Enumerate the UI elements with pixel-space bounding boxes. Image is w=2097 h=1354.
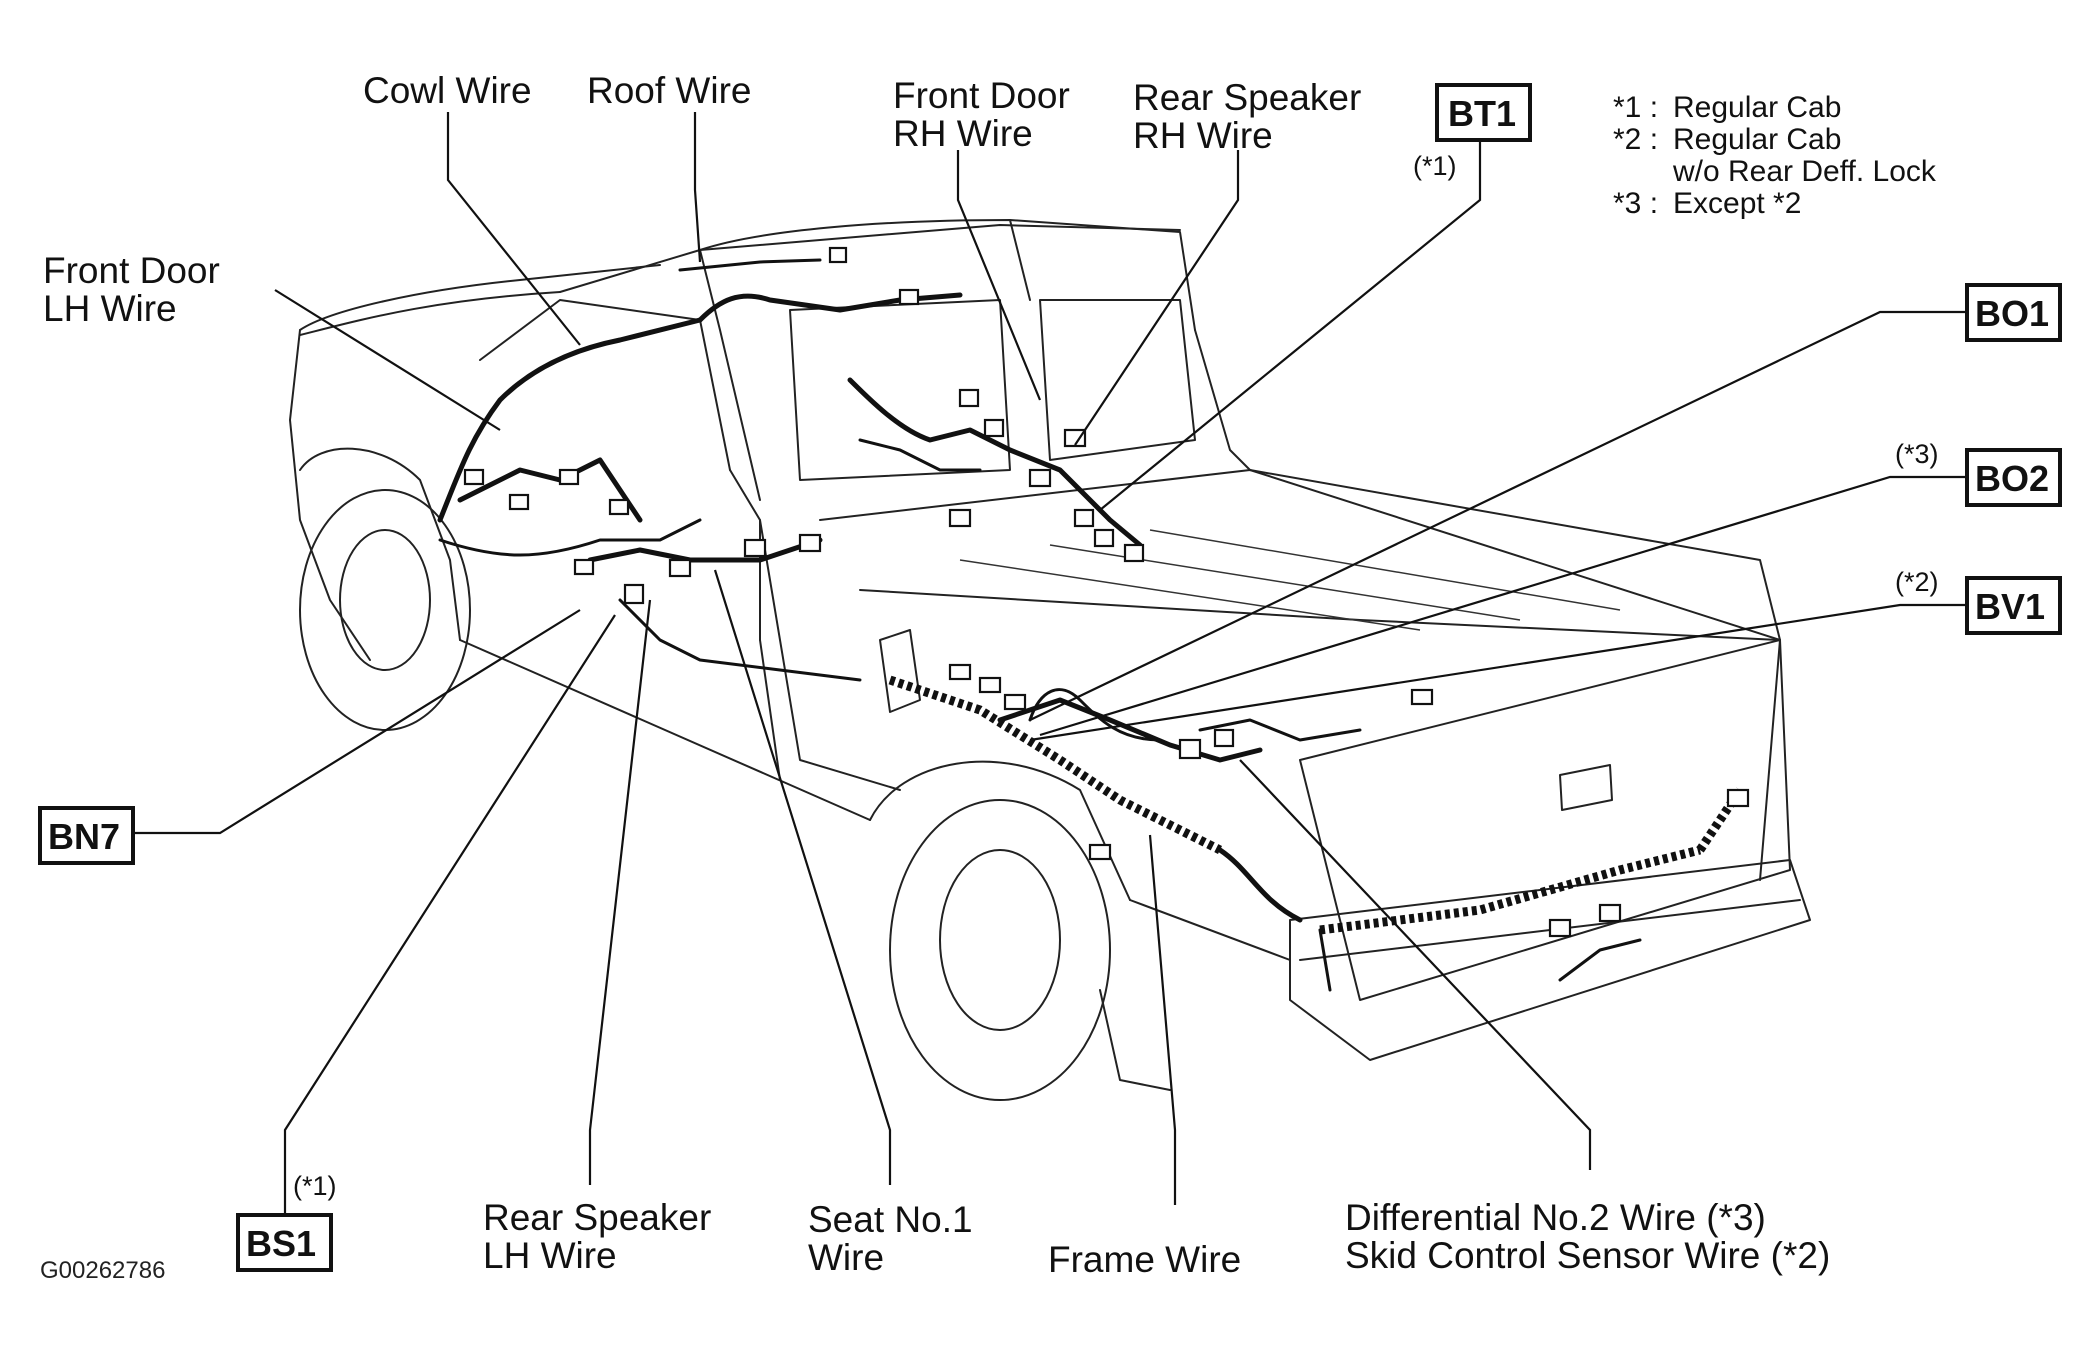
connector-code-bs1: BS1 <box>246 1223 316 1264</box>
label-rear-speaker-lh-line2: LH Wire <box>483 1235 617 1276</box>
note-2-text: Regular Cab <box>1673 123 1841 156</box>
label-seat-no1-line2: Wire <box>808 1237 884 1278</box>
label-front-door-lh-line1: Front Door <box>43 250 220 291</box>
truck-illustration <box>289 219 1811 1101</box>
wire-harnesses <box>437 258 1744 992</box>
connector-blocks <box>463 246 1750 938</box>
connector-code-bo2: BO2 <box>1975 458 2049 499</box>
label-front-door-lh-line2: LH Wire <box>43 288 177 329</box>
note-3-key: *3 : <box>1613 187 1658 220</box>
connector-code-boxes: BT1 (*1) BO1 BO2 (*3) BV1 (*2) BN7 BS1 (… <box>38 83 2062 1272</box>
note-3-text: Except *2 <box>1673 187 1801 220</box>
label-rear-speaker-lh-line1: Rear Speaker <box>483 1197 711 1238</box>
connector-box-bn7 <box>38 806 135 865</box>
connector-box-bt1 <box>1435 83 1532 142</box>
label-seat-no1-line1: Seat No.1 <box>808 1199 973 1240</box>
connector-box-bo2 <box>1965 448 2062 507</box>
connector-box-bv1 <box>1965 576 2062 635</box>
note-2-text-cont: w/o Rear Deff. Lock <box>1672 155 1937 188</box>
label-rear-speaker-rh-line1: Rear Speaker <box>1133 77 1361 118</box>
figure-code: G00262786 <box>40 1257 165 1284</box>
label-frame-wire: Frame Wire <box>1048 1239 1241 1280</box>
note-2-key: *2 : <box>1613 123 1658 156</box>
connector-condition-bo2: (*3) <box>1895 439 1939 469</box>
connector-condition-bs1: (*1) <box>293 1171 337 1201</box>
label-differential-wire: Differential No.2 Wire (*3) <box>1345 1197 1766 1238</box>
note-1-text: Regular Cab <box>1673 91 1841 124</box>
condition-notes: *1 : Regular Cab *2 : Regular Cab w/o Re… <box>1613 91 1937 220</box>
label-roof-wire: Roof Wire <box>587 70 751 111</box>
label-skid-control-wire: Skid Control Sensor Wire (*2) <box>1345 1235 1830 1276</box>
connector-box-bo1 <box>1965 283 2062 342</box>
wire-labels: Cowl Wire Roof Wire Front Door RH Wire R… <box>43 70 1830 1280</box>
label-front-door-rh-line1: Front Door <box>893 75 1070 116</box>
connector-code-bo1: BO1 <box>1975 293 2049 334</box>
label-front-door-rh-line2: RH Wire <box>893 113 1033 154</box>
connector-code-bv1: BV1 <box>1975 586 2045 627</box>
connector-box-bs1 <box>236 1213 333 1272</box>
label-cowl-wire: Cowl Wire <box>363 70 532 111</box>
connector-condition-bt1: (*1) <box>1413 151 1457 181</box>
label-rear-speaker-rh-line2: RH Wire <box>1133 115 1273 156</box>
connector-code-bn7: BN7 <box>48 816 120 857</box>
connector-code-bt1: BT1 <box>1448 93 1516 134</box>
connector-condition-bv1: (*2) <box>1895 567 1939 597</box>
note-1-key: *1 : <box>1613 91 1658 124</box>
leader-lines <box>130 112 1965 1215</box>
